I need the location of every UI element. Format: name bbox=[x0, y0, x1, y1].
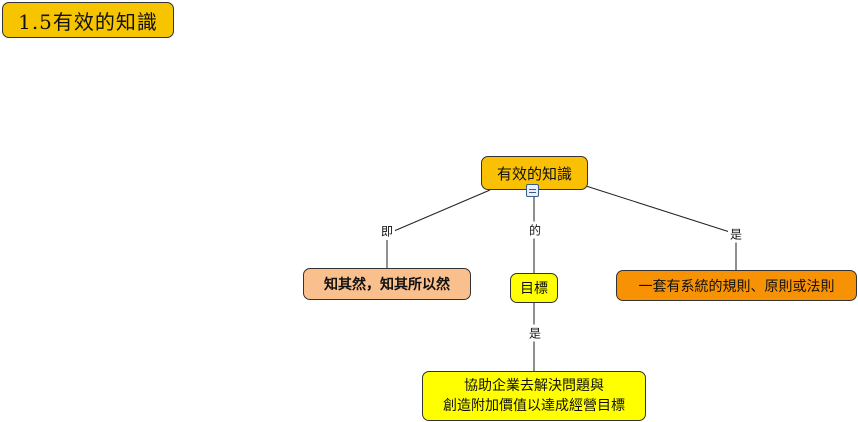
document-icon[interactable] bbox=[526, 184, 539, 197]
link-label-right: 是 bbox=[727, 225, 745, 243]
concept-node-right-label: 一套有系統的規則、原則或法則 bbox=[638, 278, 835, 295]
concept-node-bottom[interactable]: 協助企業去解決問題與 創造附加價值以達成經營目標 bbox=[422, 371, 646, 421]
concept-node-left[interactable]: 知其然，知其所以然 bbox=[303, 268, 471, 300]
concept-node-bottom-line1: 協助企業去解決問題與 bbox=[464, 378, 604, 394]
link-root-left bbox=[386, 189, 491, 235]
concept-node-right[interactable]: 一套有系統的規則、原則或法則 bbox=[616, 270, 857, 301]
concept-node-left-label: 知其然，知其所以然 bbox=[324, 277, 450, 293]
concept-node-middle[interactable]: 目標 bbox=[510, 273, 558, 303]
link-label-left: 即 bbox=[378, 222, 396, 240]
link-root-right bbox=[585, 185, 737, 235]
link-label-middle: 的 bbox=[526, 221, 544, 239]
link-label-bottom: 是 bbox=[526, 324, 544, 342]
concept-node-middle-label: 目標 bbox=[520, 281, 548, 297]
page-title: 1.5有效的知識 bbox=[2, 2, 174, 38]
concept-node-root-label: 有效的知識 bbox=[496, 164, 572, 183]
concept-node-bottom-line2: 創造附加價值以達成經營目標 bbox=[443, 398, 625, 414]
